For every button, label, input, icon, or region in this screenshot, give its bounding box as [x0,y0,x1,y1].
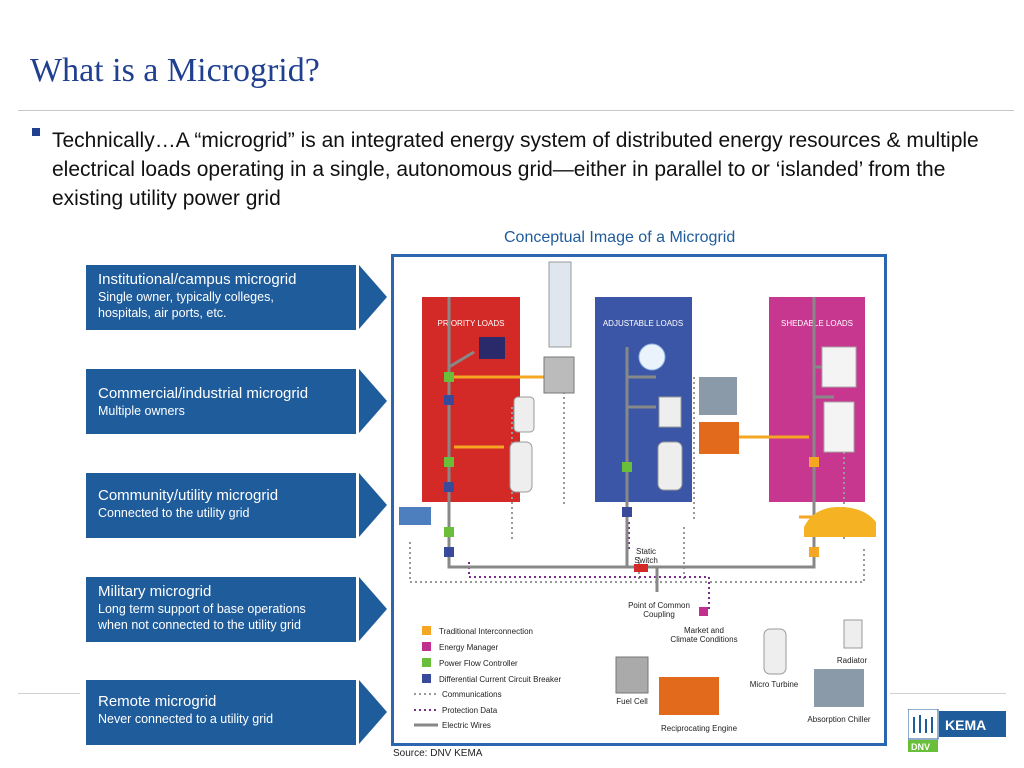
microgrid-svg: PRIORITY LOADS ADJUSTABLE LOADS SHEDABLE… [399,261,876,733]
category-sub: when not connected to the utility grid [98,618,301,632]
controller-box-icon [543,356,575,394]
arrow-icon [359,369,387,433]
title-divider [18,110,1014,111]
category-heading: Institutional/campus microgrid [98,271,297,288]
category-community: Community/utility microgrid Connected to… [86,473,356,538]
logo-kema: KEMA [945,717,986,733]
legend: Traditional Interconnection Energy Manag… [414,626,561,730]
pcc-label-1: Point of Common [628,601,690,610]
legend-power-flow: Power Flow Controller [439,659,518,668]
bullet-text: Technically…A “microgrid” is an integrat… [52,129,979,210]
legend-energy-manager: Energy Manager [439,643,498,652]
arrow-icon [359,577,387,641]
arrow-icon [359,680,387,744]
arrow-icon [359,473,387,537]
category-sub: hospitals, air ports, etc. [98,306,227,320]
category-remote: Remote microgrid Never connected to a ut… [86,680,356,745]
fuel-cell-unit-icon [615,656,649,694]
protection-lines [468,522,710,612]
market-label-1: Market and [684,626,724,635]
adjustable-label: ADJUSTABLE LOADS [603,319,683,328]
computer-icon [479,337,505,359]
category-military: Military microgrid Long term support of … [86,577,356,642]
absorption-chiller-icon [814,669,864,707]
category-institutional: Institutional/campus microgrid Single ow… [86,265,356,330]
orange-interconnections [454,375,814,519]
sheddable-loads-panel [769,297,865,502]
radiator-icon [843,619,863,649]
slide-title: What is a Microgrid? [30,52,320,89]
radiator-label: Radiator [837,656,868,665]
micro-turbine-icon [763,628,787,675]
reciprocating-engine-label: Reciprocating Engine [661,724,738,733]
footer-divider-right [890,693,1006,694]
chiller-icon [699,377,737,415]
device-markers [444,372,819,616]
electric-car-icon [804,507,876,537]
dnv-kema-logo: KEMA DNV [907,708,1008,753]
solar-panel-icon [399,507,431,525]
micro-turbine-label: Micro Turbine [750,680,799,689]
legend-wires: Electric Wires [442,721,491,730]
diagram-title: Conceptual Image of a Microgrid [504,229,736,246]
electric-wires [447,297,834,592]
fuel-cell-icon [657,441,683,491]
fridge-icon [823,401,855,453]
market-label-2: Climate Conditions [670,635,737,644]
category-heading: Community/utility microgrid [98,487,279,504]
microgrid-diagram: PRIORITY LOADS ADJUSTABLE LOADS SHEDABLE… [391,254,887,746]
heater-icon [513,396,535,433]
sheddable-label: SHEDABLE LOADS [781,319,853,328]
category-sub: Long term support of base operations [98,602,306,616]
legend-breaker: Differential Current Circuit Breaker [439,675,561,684]
static-switch-label-1: Static [636,547,656,556]
engine-icon [699,422,739,454]
legend-communications: Communications [442,690,502,699]
logo-svg: KEMA DNV [907,708,1006,752]
priority-label: PRIORITY LOADS [438,319,505,328]
category-sub: Connected to the utility grid [98,506,250,520]
arrow-icon [359,265,387,329]
category-sub: Multiple owners [98,404,185,418]
fuel-cell-icon [509,441,533,493]
fan-icon [638,343,666,371]
priority-loads-panel [422,297,520,502]
category-sub: Never connected to a utility grid [98,712,274,726]
logo-dnv: DNV [911,742,930,752]
category-heading: Remote microgrid [98,693,217,710]
pcc-label-2: Coupling [643,610,675,619]
category-heading: Military microgrid [98,583,212,600]
legend-traditional: Traditional Interconnection [439,627,533,636]
category-heading: Commercial/industrial microgrid [98,385,309,402]
bullet-marker [32,128,40,136]
heater-icon [658,396,682,428]
absorption-chiller-label: Absorption Chiller [807,715,870,724]
static-switch-label-2: Switch [634,556,658,565]
legend-protection: Protection Data [442,706,498,715]
source-caption: Source: DNV KEMA [393,748,483,759]
fuel-cell-label: Fuel Cell [616,697,648,706]
reciprocating-engine-icon [659,677,719,715]
category-commercial: Commercial/industrial microgrid Multiple… [86,369,356,434]
stove-icon [821,346,857,388]
category-sub: Single owner, typically colleges, [98,290,274,304]
water-heater-icon [548,261,572,348]
footer-divider-left [18,693,80,694]
